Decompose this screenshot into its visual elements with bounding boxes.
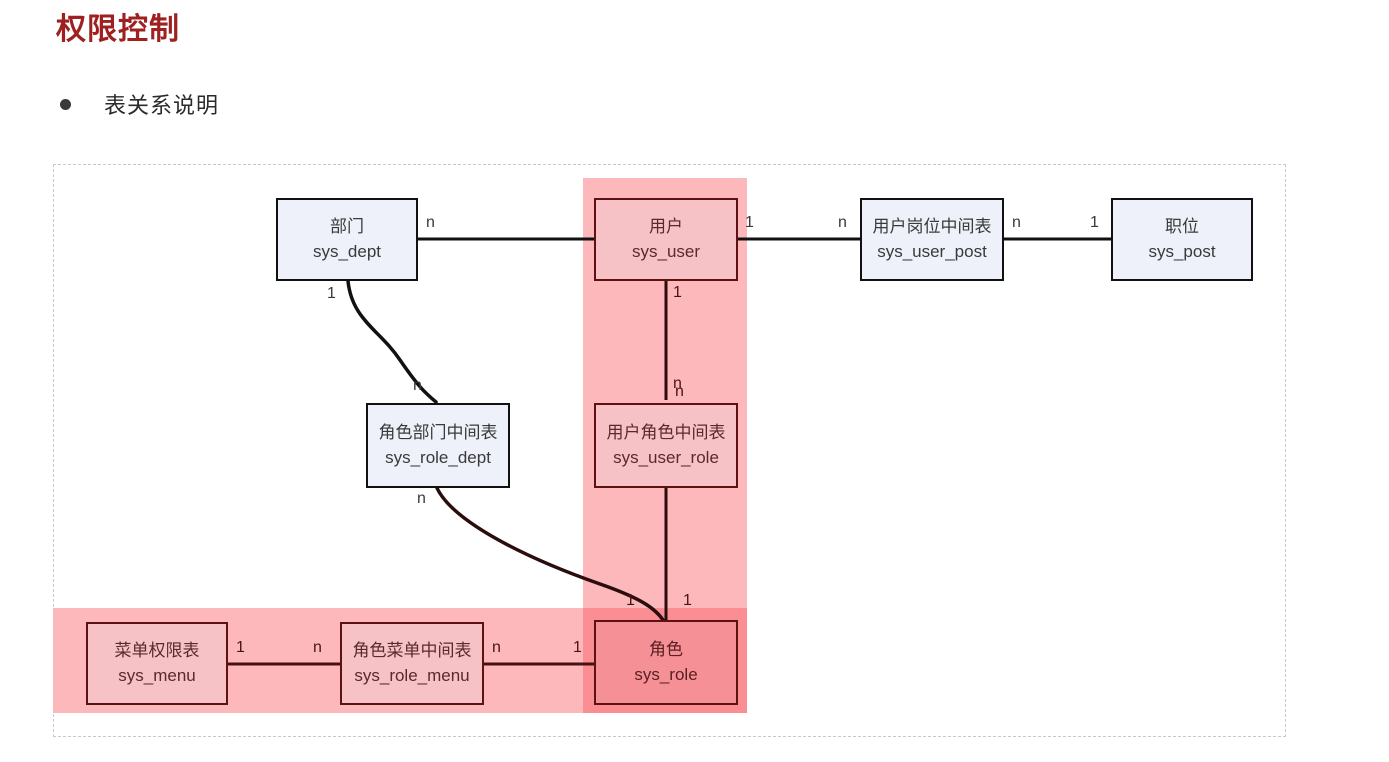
entity-sys-post[interactable]: 职位 sys_post [1111,198,1253,281]
entity-label-en: sys_user_role [613,447,719,467]
entity-label-cn: 用户 [649,217,683,237]
diagram-frame [53,164,1286,737]
entity-label-cn: 用户角色中间表 [606,423,726,443]
cardinality-user-userrole-1: 1 [673,284,682,301]
cardinality-roledept-role-n: n [417,490,426,507]
cardinality-menu-rolemenu-1: 1 [236,639,245,656]
entity-sys-dept[interactable]: 部门 sys_dept [276,198,418,281]
cardinality-userrole-role-1: 1 [683,592,692,609]
entity-label-en: sys_menu [118,665,196,685]
cardinality-post-left: 1 [1090,214,1099,231]
entity-label-cn: 职位 [1165,217,1199,237]
cardinality-dept-roledept-n: n [413,377,422,394]
entity-label-en: sys_role_dept [385,447,491,467]
cardinality-user-right: 1 [745,214,754,231]
entity-sys-user[interactable]: 用户 sys_user [594,198,738,281]
entity-label-cn: 角色部门中间表 [378,423,498,443]
entity-label-cn: 角色菜单中间表 [352,641,472,661]
bullet-dot-icon [60,98,71,110]
cardinality-user-userrole-n: n [673,375,682,392]
entity-label-cn: 部门 [330,217,364,237]
entity-label-cn: 菜单权限表 [114,641,200,661]
entity-sys-user-role[interactable]: 用户角色中间表 sys_user_role [594,403,738,488]
entity-label-en: sys_role [634,664,698,684]
cardinality-roledept-role-1: 1 [626,592,635,609]
entity-sys-role-menu[interactable]: 角色菜单中间表 sys_role_menu [340,622,484,705]
cardinality-dept-user: n [426,214,435,231]
bullet-row: 表关系说明 [60,88,219,120]
cardinality-rolemenu-role-n: n [492,639,501,656]
cardinality-userpost-right: n [1012,214,1021,231]
cardinality-userpost-left: n [838,214,847,231]
entity-label-en: sys_dept [312,241,382,261]
entity-label-en: sys_user_post [877,241,987,261]
entity-label-en: sys_role_menu [354,665,470,685]
entity-sys-role-dept[interactable]: 角色部门中间表 sys_role_dept [366,403,510,488]
cardinality-menu-rolemenu-n: n [313,639,322,656]
entity-label-en: sys_user [631,241,701,261]
entity-label-en: sys_post [1148,241,1216,261]
entity-sys-menu[interactable]: 菜单权限表 sys_menu [86,622,228,705]
cardinality-dept-roledept-1: 1 [327,285,336,302]
entity-sys-user-post[interactable]: 用户岗位中间表 sys_user_post [860,198,1004,281]
bullet-label: 表关系说明 [104,93,220,118]
entity-label-cn: 角色 [649,640,683,660]
cardinality-rolemenu-role-1: 1 [573,639,582,656]
cardinality-userrole-role-n: n [675,383,684,400]
page-title: 权限控制 [56,13,180,46]
entity-label-cn: 用户岗位中间表 [872,217,992,237]
entity-sys-role[interactable]: 角色 sys_role [594,620,738,705]
